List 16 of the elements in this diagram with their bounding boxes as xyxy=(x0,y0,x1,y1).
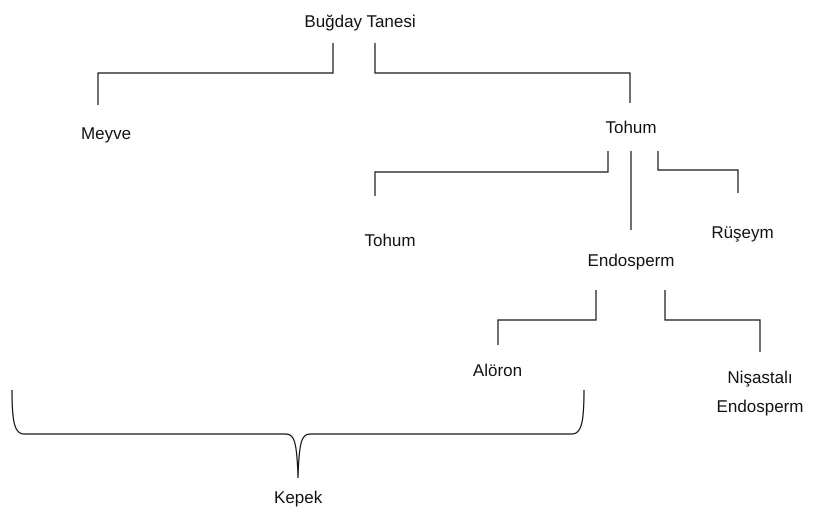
node-label: Endosperm xyxy=(588,250,674,270)
connector-line xyxy=(664,290,761,352)
node-label: Alöron xyxy=(472,360,522,380)
connector-line xyxy=(657,151,739,193)
node-label: Rüşeym xyxy=(711,222,774,242)
connector-line xyxy=(497,290,597,345)
bracket-label: Kepek xyxy=(274,488,322,508)
connector-line xyxy=(97,43,334,105)
connector-line xyxy=(374,151,609,196)
node-label: Tohum xyxy=(364,230,416,250)
connector-line xyxy=(630,151,632,230)
node-label: Meyve xyxy=(80,122,132,144)
node-label: Tohum xyxy=(605,116,657,138)
connector-line xyxy=(374,43,631,103)
node-label: Buğday Tanesi xyxy=(304,11,416,32)
node-label: Nişastalı Endosperm xyxy=(716,367,804,418)
